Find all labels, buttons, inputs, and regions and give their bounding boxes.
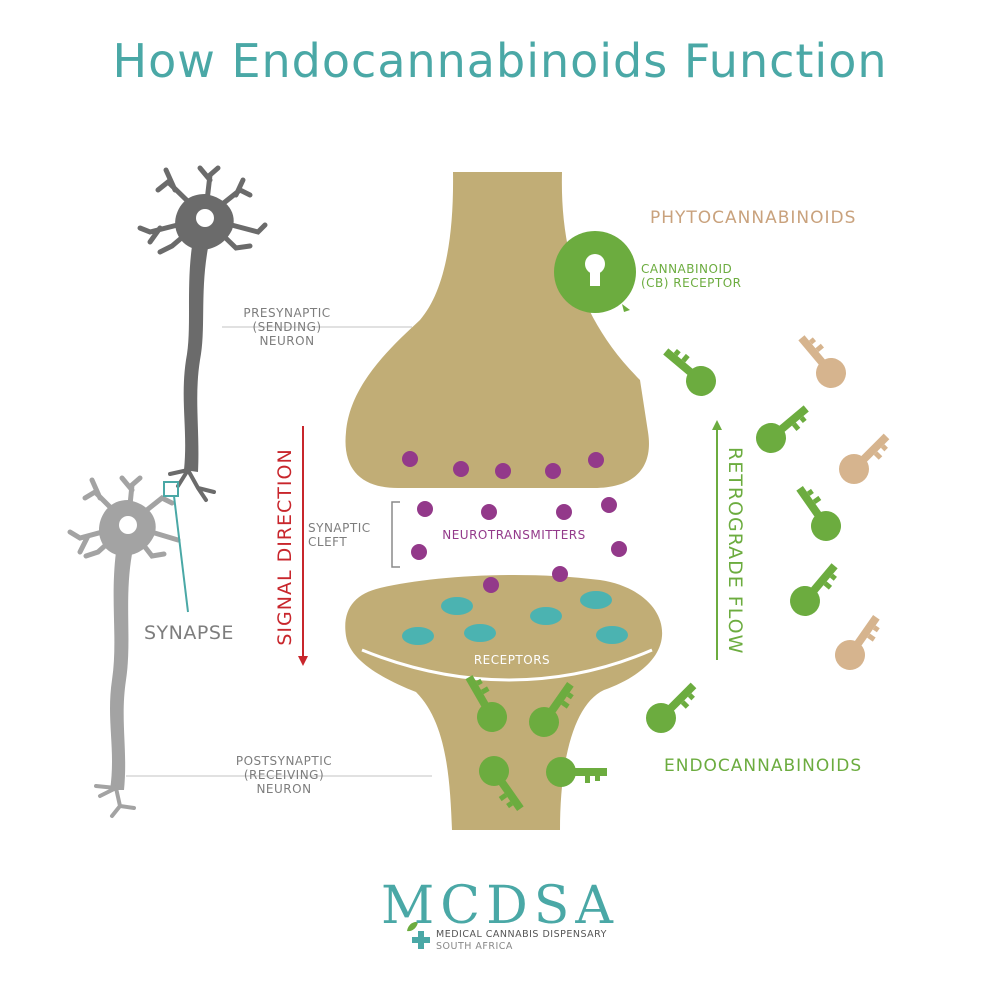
presynaptic-label: PRESYNAPTIC (SENDING) NEURON [222,306,352,348]
page-title: How Endocannabinoids Function [112,34,888,88]
cb-receptor-label-line: (CB) RECEPTOR [641,276,742,290]
signal-direction-arrow [298,426,308,666]
leader-lines [126,326,432,777]
cannabinoid-key-icon [832,425,898,491]
postsynaptic-neuron [67,475,181,818]
neurotransmitter [481,504,497,520]
receptor-arc [361,648,653,682]
cannabinoid-key-icon [546,757,607,787]
receptor [580,591,612,609]
postsynaptic-label-line: NEURON [256,782,312,796]
neurotransmitters-label: NEUROTRANSMITTERS [442,528,586,542]
cannabinoid-key-icon [783,556,847,623]
medical-cross-icon [412,931,430,949]
cb-receptor-lock-icon [554,231,636,313]
cb-receptor-label-line: CANNABINOID [641,262,733,276]
neurotransmitter [556,504,572,520]
presynaptic-terminal [345,172,649,488]
synaptic-cleft-label: SYNAPTIC CLEFT [308,521,388,549]
cb-receptor-label: CANNABINOID (CB) RECEPTOR [641,262,801,290]
neurotransmitter [545,463,561,479]
neurotransmitter [495,463,511,479]
postsynaptic-label-line: (RECEIVING) [243,768,325,782]
cannabinoid-key-icon [749,396,816,460]
presynaptic-label-line: (SENDING) [252,320,322,334]
neurotransmitter [611,541,627,557]
cannabinoid-key-icon [656,339,723,403]
neurotransmitter [453,461,469,477]
receptor [402,627,434,645]
logo-wordmark: MCDSA [381,876,619,936]
neurotransmitter [411,544,427,560]
synaptic-cleft-label-line: CLEFT [308,535,348,549]
phytocannabinoids-label: PHYTOCANNABINOIDS [650,208,857,228]
neurotransmitter [483,577,499,593]
neurotransmitters [402,451,627,593]
receptors-label: RECEPTORS [473,653,551,667]
endocannabinoids-label: ENDOCANNABINOIDS [664,756,863,776]
signal-direction-label: SIGNAL DIRECTION [274,448,296,646]
neurotransmitter [588,452,604,468]
cannabinoid-key-icon [789,328,853,395]
postsynaptic-label-line: POSTSYNAPTIC [235,754,333,768]
receptor [464,624,496,642]
receptor [596,626,628,644]
logo-region: SOUTH AFRICA [436,941,513,952]
cannabinoid-key-icon [829,608,889,676]
receptor [530,607,562,625]
cannabinoid-key-icon [787,479,847,547]
receptor [441,597,473,615]
synapse-label: SYNAPSE [144,622,234,644]
synaptic-cleft-bracket [391,501,400,568]
presynaptic-neuron [137,165,268,502]
neurotransmitter [552,566,568,582]
leaf-icon [407,921,418,932]
retrograde-flow-label: RETROGRADE FLOW [724,447,746,655]
synaptic-cleft-label-line: SYNAPTIC [308,521,371,535]
presynaptic-label-line: PRESYNAPTIC [243,306,331,320]
logo-tagline: MEDICAL CANNABIS DISPENSARY [436,929,607,940]
receptors [402,591,628,645]
presynaptic-label-line: NEURON [259,334,315,348]
retrograde-flow-arrow [712,420,722,660]
logo-emblem [407,921,430,949]
neurotransmitter [601,497,617,513]
neurotransmitter [402,451,418,467]
postsynaptic-label: POSTSYNAPTIC (RECEIVING) NEURON [214,754,354,796]
cannabinoid-key-icon [639,674,705,740]
neurotransmitter [417,501,433,517]
synapse-indicator [163,481,189,613]
